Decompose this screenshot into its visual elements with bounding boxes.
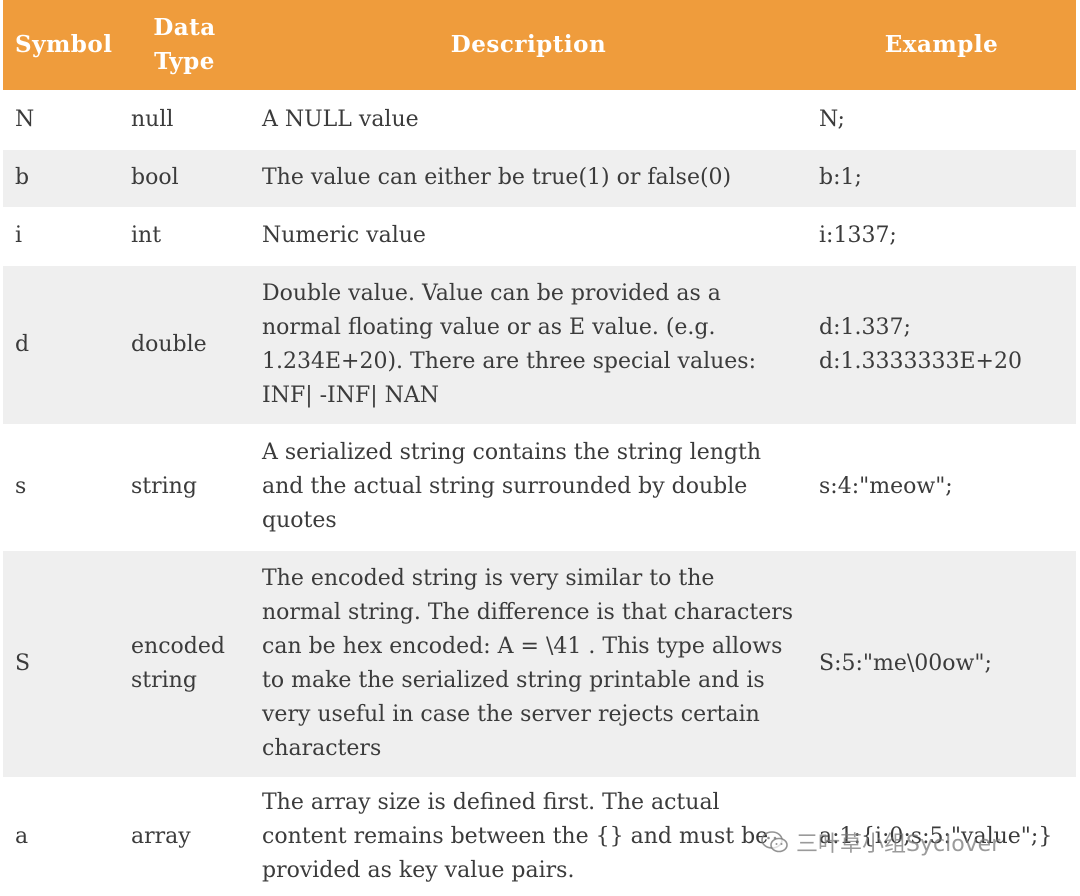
- table-row: S encoded string The encoded string is v…: [3, 549, 1076, 777]
- header-description: Description: [450, 30, 607, 58]
- cell-symbol: i: [3, 206, 119, 265]
- header-row: Symbol Data Type Description Example: [3, 0, 1076, 90]
- cell-example: S:5:"me\00ow";: [807, 549, 1076, 777]
- cell-symbol: a: [3, 776, 119, 896]
- table-row: N null A NULL value N;: [3, 89, 1076, 149]
- table-row: s string A serialized string contains th…: [3, 423, 1076, 550]
- cell-example: s:4:"meow";: [807, 423, 1076, 550]
- cell-symbol: d: [3, 264, 119, 424]
- cell-example: N;: [807, 89, 1076, 149]
- cell-description: A serialized string contains the string …: [250, 423, 807, 550]
- cell-symbol: N: [3, 89, 119, 149]
- cell-example: d:1.337; d:1.3333333E+20: [807, 264, 1076, 424]
- cell-description: The encoded string is very similar to th…: [250, 549, 807, 777]
- cell-type: encoded string: [119, 549, 250, 777]
- cell-example: i:1337;: [807, 206, 1076, 265]
- cell-description: A NULL value: [250, 89, 807, 149]
- header-data-type: Data Type: [119, 0, 250, 90]
- table-body: N null A NULL value N; b bool The value …: [3, 89, 1076, 896]
- header-example: Example: [884, 30, 999, 58]
- cell-type: bool: [119, 148, 250, 207]
- cell-symbol: S: [3, 549, 119, 777]
- table-row: b bool The value can either be true(1) o…: [3, 148, 1076, 207]
- cell-type: int: [119, 206, 250, 265]
- cell-type: null: [119, 89, 250, 149]
- table-row: a array The array size is defined first.…: [3, 776, 1076, 896]
- cell-description: Double value. Value can be provided as a…: [250, 264, 807, 424]
- header-data-type-label: Data Type: [153, 13, 216, 75]
- cell-type: string: [119, 423, 250, 550]
- cell-symbol: s: [3, 423, 119, 550]
- cell-example: a:1:{i:0;s:5:"value";}: [807, 776, 1076, 896]
- cell-type: array: [119, 776, 250, 896]
- cell-description: Numeric value: [250, 206, 807, 265]
- table-row: i int Numeric value i:1337;: [3, 206, 1076, 265]
- header-symbol: Symbol: [15, 30, 113, 58]
- cell-example: b:1;: [807, 148, 1076, 207]
- cell-description: The array size is defined first. The act…: [250, 776, 807, 896]
- table-row: d double Double value. Value can be prov…: [3, 264, 1076, 424]
- serialization-types-table: Symbol Data Type Description Example N n…: [3, 0, 1076, 896]
- cell-symbol: b: [3, 148, 119, 207]
- cell-type: double: [119, 264, 250, 424]
- table-header: Symbol Data Type Description Example: [3, 0, 1076, 90]
- cell-description: The value can either be true(1) or false…: [250, 148, 807, 207]
